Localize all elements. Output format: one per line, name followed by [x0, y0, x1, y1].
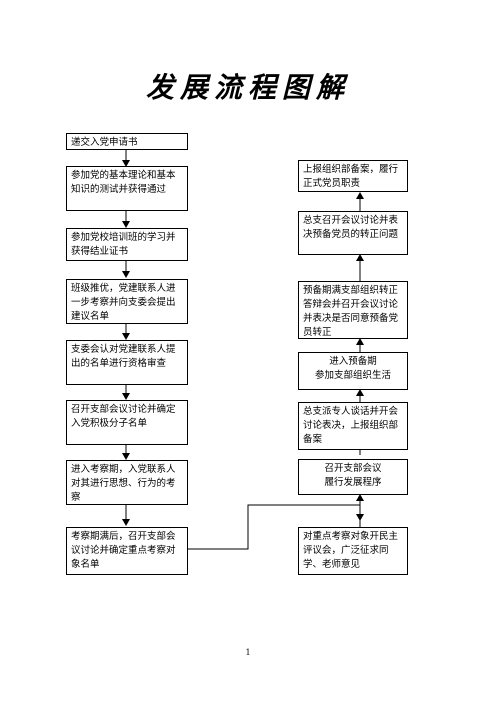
step-left-5: 支委会认对党建联系人提出的名单进行资格审查 [66, 340, 188, 385]
step-left-8: 考察期满后，召开支部会议讨论并确定重点考察对象名单 [66, 527, 188, 575]
step-right-1: 上报组织部备案，履行正式党员职责 [298, 160, 408, 192]
step-left-3: 参加党校培训班的学习并获得结业证书 [66, 228, 188, 261]
step-left-2: 参加党的基本理论和基本知识的测试并获得通过 [66, 166, 188, 211]
page-title: 发展流程图解 [145, 71, 350, 104]
step-right-4: 进入预备期 参加支部组织生活 [298, 352, 408, 390]
page-number: 1 [245, 648, 251, 657]
step-right-6: 召开支部会议 履行发展程序 [298, 459, 408, 495]
step-left-6: 召开支部会议讨论并确定入党积极分子名单 [66, 400, 188, 445]
step-left-7: 进入考察期，入党联系人对其进行思想、行为的考察 [66, 460, 188, 505]
step-right-3: 预备期满支部组织转正答辩会并召开会议讨论并表决是否同意预备党员转正 [298, 281, 408, 339]
step-left-4: 班级推优，党建联系人进一步考察并向支委会提出建议名单 [66, 279, 188, 324]
step-right-7: 对重点考察对象开民主评议会，广泛征求同学、老师意见 [298, 527, 408, 575]
step-right-5: 总支派专人谈话并开会讨论表决，上报组织部备案 [298, 402, 408, 450]
step-left-1: 递交入党申请书 [66, 133, 188, 150]
step-right-2: 总支召开会议讨论并表决预备党员的转正问题 [298, 211, 408, 255]
